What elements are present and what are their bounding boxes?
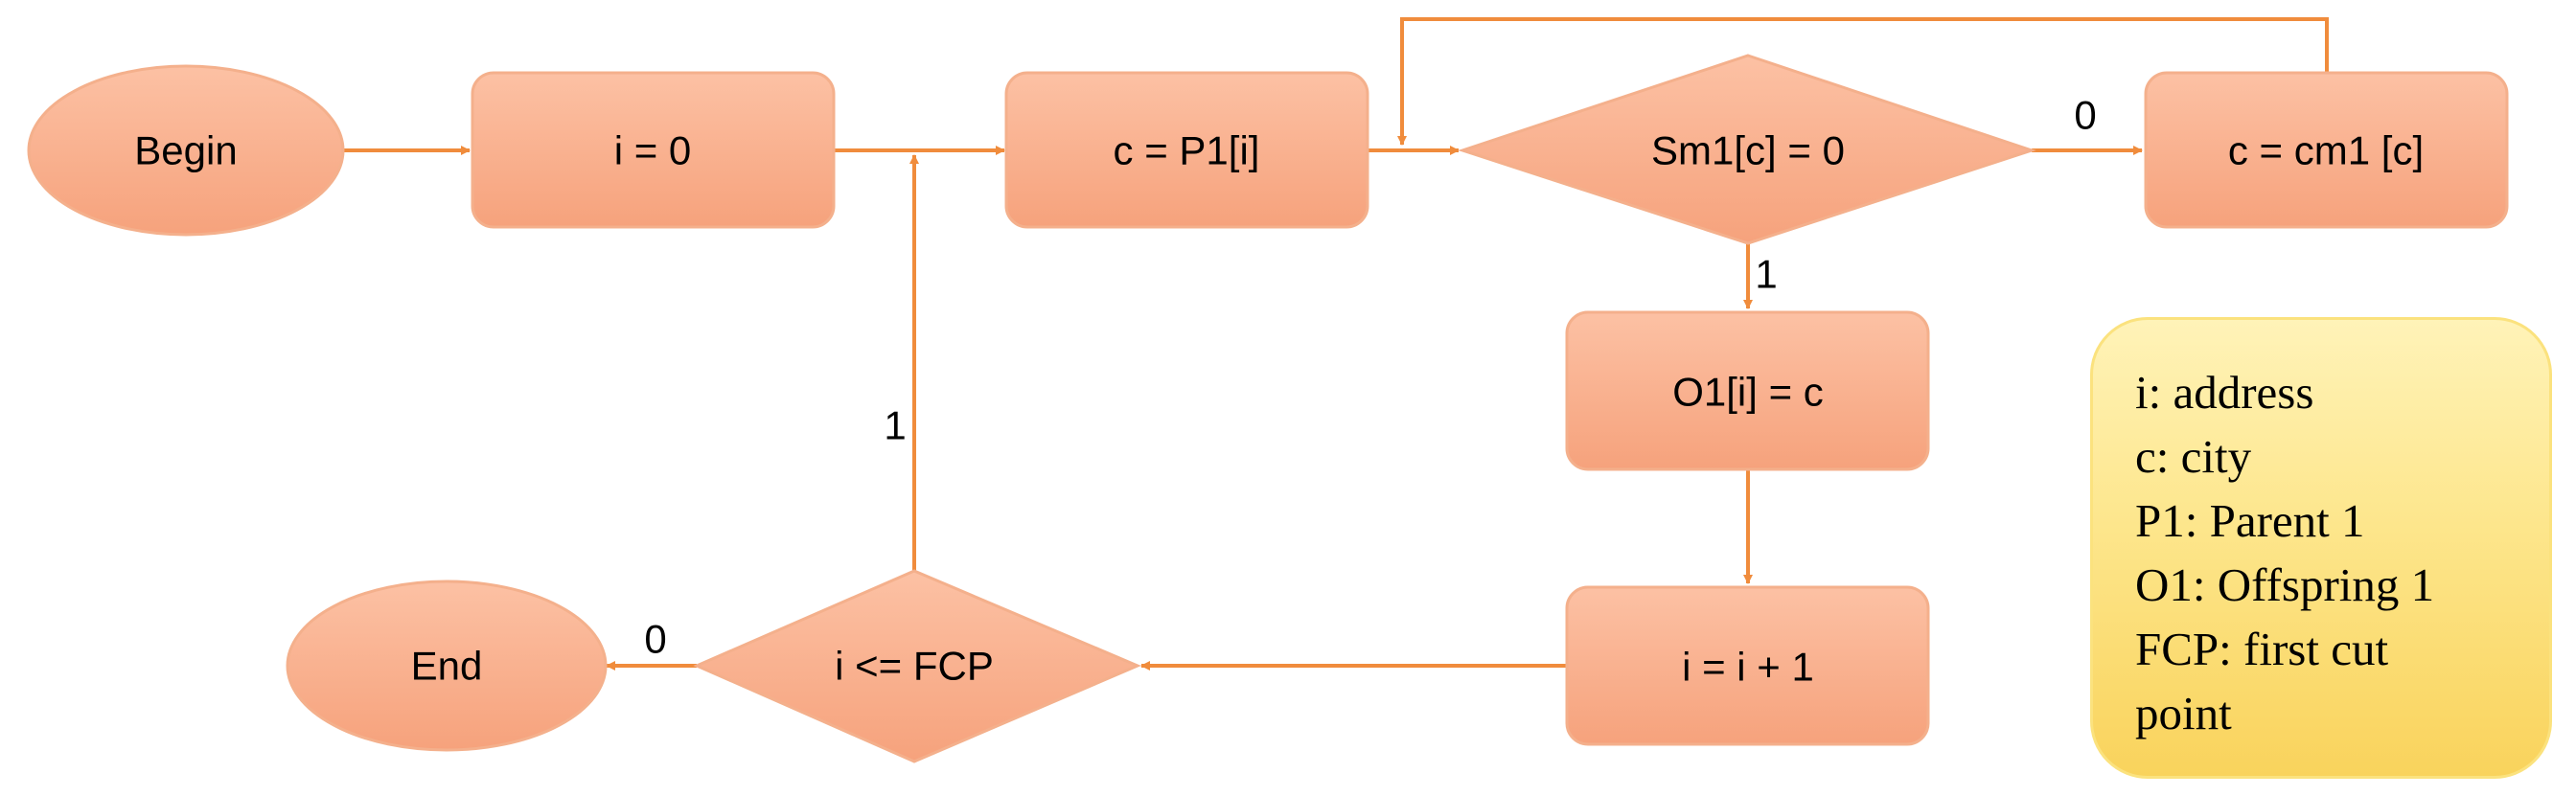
node-labels: Begin i = 0 c = P1[i] Sm1[c] = 0 c = cm1… xyxy=(134,128,2424,690)
legend-line-point: point xyxy=(2135,687,2232,739)
loop-one-label: 1 xyxy=(884,403,906,448)
check-label: Sm1[c] = 0 xyxy=(1651,128,1845,173)
check-node[interactable] xyxy=(1458,54,2036,245)
next-c-node[interactable] xyxy=(2144,71,2509,229)
assign-c-node[interactable] xyxy=(1004,71,1369,229)
next-c-label: c = cm1 [c] xyxy=(2228,128,2424,173)
legend-box: i: address c: city P1: Parent 1 O1: Offs… xyxy=(2090,317,2552,779)
legend-line-parent: P1: Parent 1 xyxy=(2135,494,2365,547)
legend-line-address: i: address xyxy=(2135,366,2314,419)
init-label: i = 0 xyxy=(614,128,692,173)
nodes xyxy=(27,54,2509,763)
increment-node[interactable] xyxy=(1565,585,1930,746)
end-label: End xyxy=(411,644,483,689)
legend-line-fcp: FCP: first cut xyxy=(2135,623,2389,675)
copy-node[interactable] xyxy=(1565,310,1930,471)
increment-label: i = i + 1 xyxy=(1682,645,1814,690)
loop-zero-label: 0 xyxy=(644,617,666,662)
begin-node[interactable] xyxy=(27,64,345,237)
begin-label: Begin xyxy=(134,128,237,173)
check-zero-label: 0 xyxy=(2074,93,2096,138)
copy-label: O1[i] = c xyxy=(1672,370,1824,415)
assign-c-label: c = P1[i] xyxy=(1114,128,1260,173)
init-node[interactable] xyxy=(471,71,836,229)
loop-check-node[interactable] xyxy=(693,569,1141,763)
loop-check-label: i <= FCP xyxy=(835,644,994,689)
legend-line-city: c: city xyxy=(2135,430,2252,483)
legend-line-offspring: O1: Offspring 1 xyxy=(2135,558,2435,611)
check-one-label: 1 xyxy=(1755,252,1777,297)
end-node[interactable] xyxy=(286,580,608,752)
edge-labels: 0 1 1 0 xyxy=(644,93,2096,662)
edge-next-back xyxy=(1397,17,2329,146)
edges xyxy=(343,17,2329,671)
